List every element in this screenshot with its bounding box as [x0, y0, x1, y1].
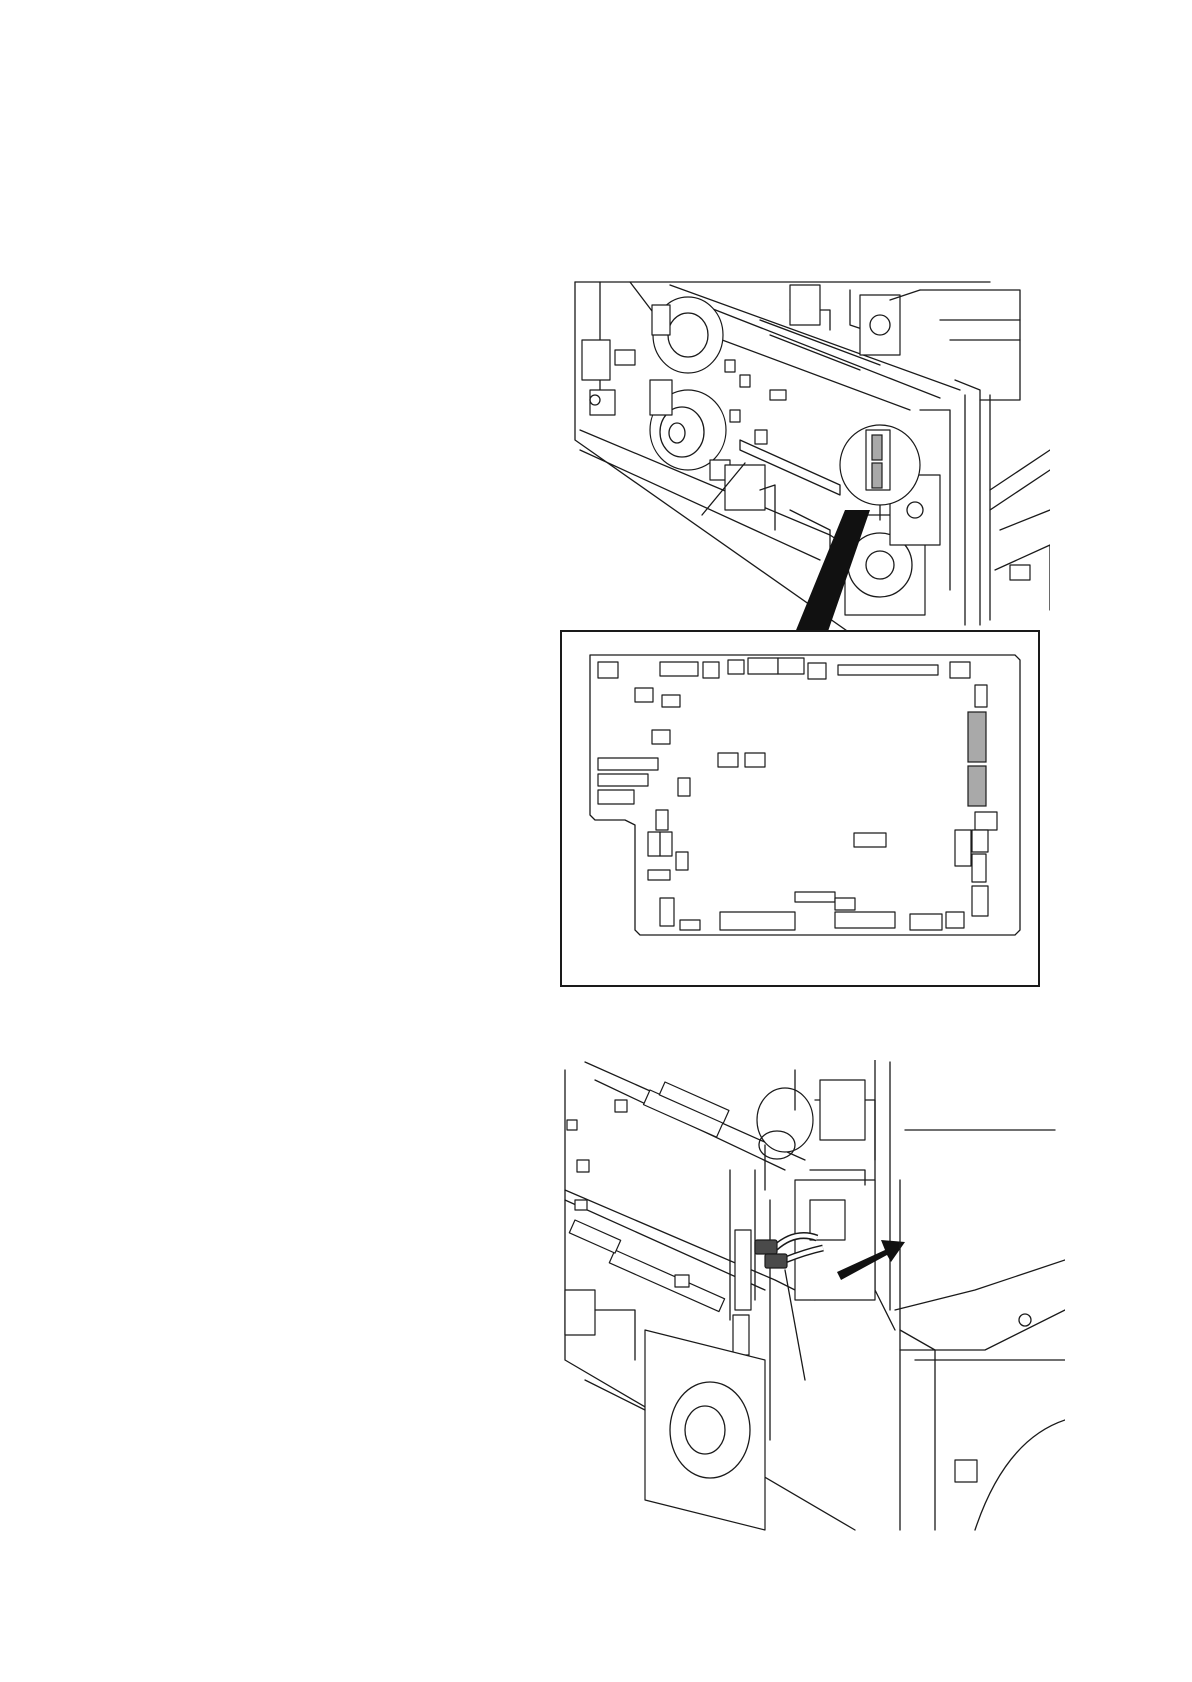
printer-interior-illustration	[560, 280, 1050, 640]
connector-removal-illustration	[555, 1060, 1065, 1540]
main-board-detail-figure	[560, 630, 1060, 1010]
printer-interior-figure	[560, 280, 1050, 640]
connector-highlight-2	[968, 766, 986, 806]
motor-upper	[652, 297, 723, 373]
connector-removal-figure	[555, 1060, 1065, 1540]
gear-boss	[757, 1088, 813, 1190]
main-board-layout	[560, 630, 1060, 1010]
detail-frame	[561, 631, 1039, 986]
motor-lower	[650, 380, 726, 470]
fan-bottom	[645, 1330, 765, 1530]
connector-highlight-1	[968, 712, 986, 762]
